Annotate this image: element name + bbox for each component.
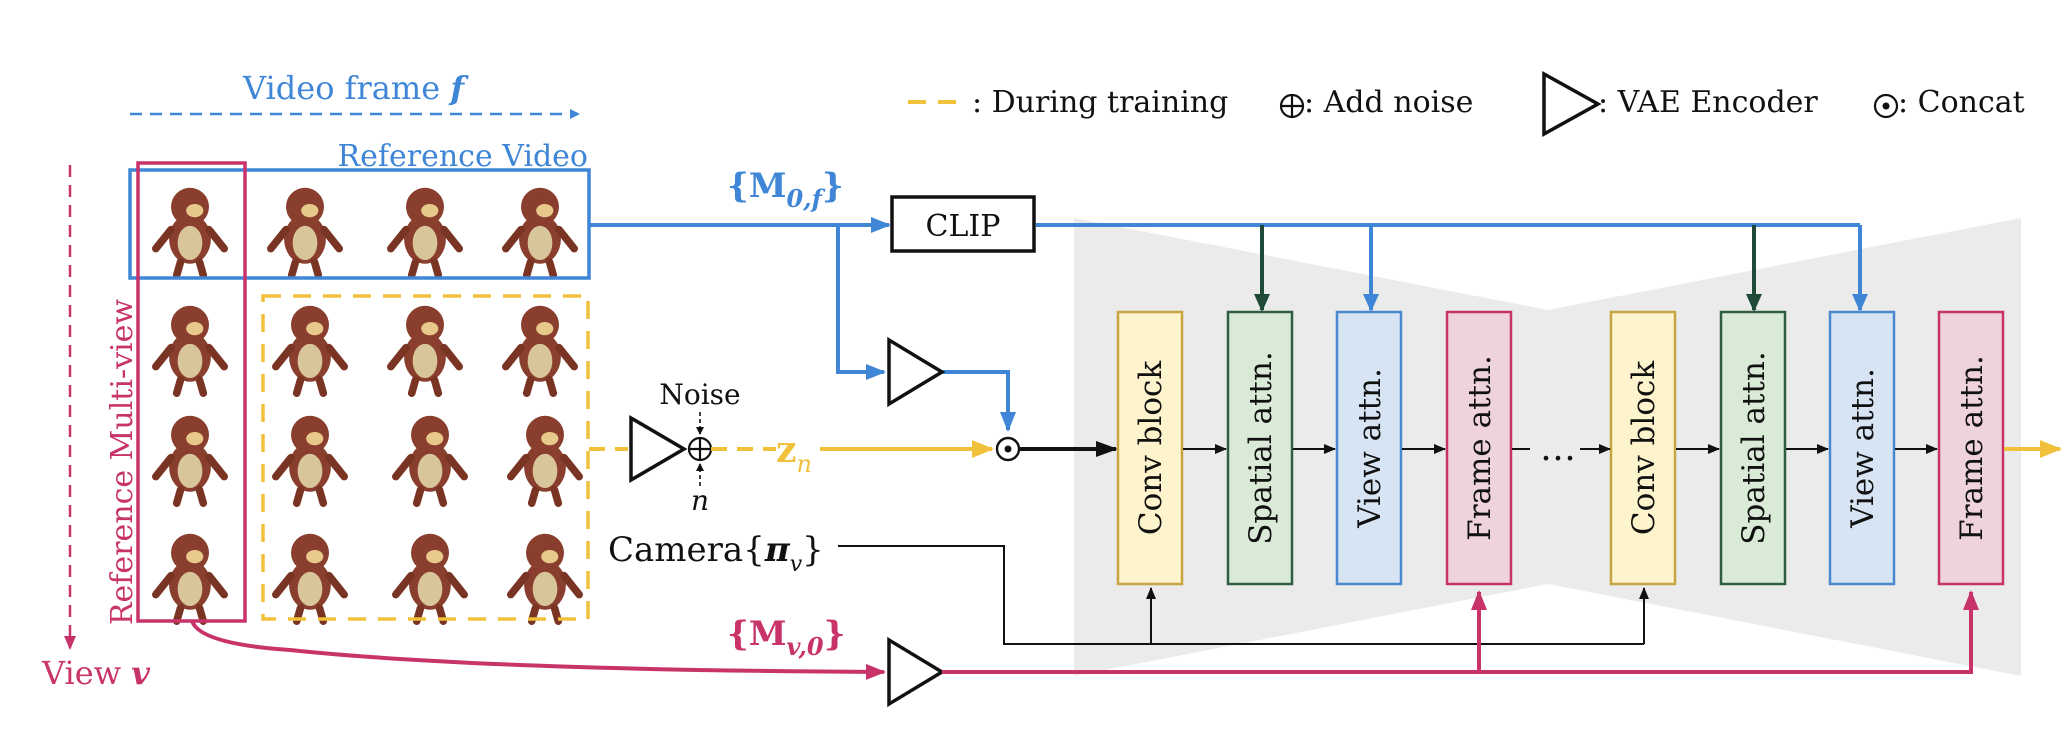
clip-path (589, 217, 1868, 432)
noise-label: Noise (659, 378, 740, 411)
view-axis-label: View v (41, 654, 150, 692)
character-thumbnail (156, 416, 224, 503)
conv-block-box (1609, 310, 1677, 586)
conv-block: Conv block (1116, 310, 1184, 586)
spatial-attn-block-box (1226, 310, 1294, 586)
character-thumbnail (511, 416, 579, 503)
m0f-label: {M0,f} (727, 166, 844, 213)
character-thumbnail (391, 188, 459, 275)
character-thumbnail (396, 534, 464, 621)
frame-attn-block-box (1937, 310, 2005, 586)
clip-label: CLIP (926, 209, 1001, 244)
frame-attn-block-label: Frame attn. (1954, 355, 1990, 541)
n-label: n (691, 484, 709, 517)
add-noise-icon (687, 436, 713, 462)
conv-block-label: Conv block (1133, 361, 1169, 535)
reference-multiview-box (136, 161, 247, 623)
view-attn-block-box (1335, 310, 1403, 586)
add-noise-icon (1279, 93, 1305, 119)
view-attn-block: View attn. (1828, 310, 1896, 586)
legend-concat: : Concat (1898, 85, 2025, 120)
spatial-attn-block: Spatial attn. (1719, 310, 1787, 586)
reference-video-label: Reference Video (338, 139, 588, 174)
legend: : During training : Add noise : VAE Enco… (908, 71, 2025, 137)
spatial-attn-block-label: Spatial attn. (1736, 351, 1772, 544)
frame-attn-block-label: Frame attn. (1462, 355, 1498, 541)
character-thumbnail (156, 306, 224, 393)
character-thumbnail (506, 188, 574, 275)
conv-block: Conv block (1609, 310, 1677, 586)
block-connectors: … (1183, 428, 2062, 469)
view-attn-block: View attn. (1335, 310, 1403, 586)
character-thumbnail (276, 534, 344, 621)
view-attn-block-box (1828, 310, 1896, 586)
view-attn-block-label: View attn. (1845, 368, 1881, 529)
character-thumbnails (156, 188, 579, 621)
frame-axis: Video frame f (130, 69, 580, 119)
clip-block (890, 195, 1036, 253)
conv-block-box (1116, 310, 1184, 586)
character-thumbnail (276, 416, 344, 503)
legend-training: : During training (972, 85, 1228, 120)
ellipsis: … (1540, 428, 1576, 469)
concat-icon (1873, 93, 1899, 119)
training-frames-box (261, 294, 590, 621)
vae-encoder-icon (1542, 71, 1602, 137)
character-thumbnail (511, 534, 579, 621)
character-thumbnail (391, 306, 459, 393)
spatial-attn-block-label: Spatial attn. (1243, 351, 1279, 544)
frame-attn-block: Frame attn. (1937, 310, 2005, 586)
view-attn-block-label: View attn. (1352, 368, 1388, 529)
character-thumbnail (396, 416, 464, 503)
unet-blocks: Conv block Spatial attn. View attn. Frame a… (1116, 310, 2005, 586)
mv0-label: {Mv,0} (727, 614, 845, 661)
frame-axis-label: Video frame f (242, 69, 469, 107)
vae-encoder-video (887, 336, 946, 408)
character-thumbnail (271, 188, 339, 275)
spatial-attn-block-box (1719, 310, 1787, 586)
character-thumbnail (506, 306, 574, 393)
concat-icon (995, 436, 1021, 462)
legend-vae: : VAE Encoder (1598, 85, 1818, 120)
vae-encoder-noise (629, 414, 688, 484)
spatial-attn-block: Spatial attn. (1226, 310, 1294, 586)
character-thumbnail (156, 188, 224, 275)
character-thumbnail (276, 306, 344, 393)
frame-attn-block: Frame attn. (1445, 310, 1513, 586)
reference-multiview-label: Reference Multi-view (105, 299, 140, 625)
frame-attn-block-box (1445, 310, 1513, 586)
vae-encoder-multiview (887, 636, 946, 708)
camera-label: Camera{πv} (608, 530, 824, 577)
conv-block-label: Conv block (1626, 361, 1662, 535)
character-thumbnail (156, 534, 224, 621)
zn-label: zn (776, 429, 812, 478)
view-axis: View v (41, 165, 150, 692)
legend-noise: : Add noise (1304, 85, 1473, 120)
